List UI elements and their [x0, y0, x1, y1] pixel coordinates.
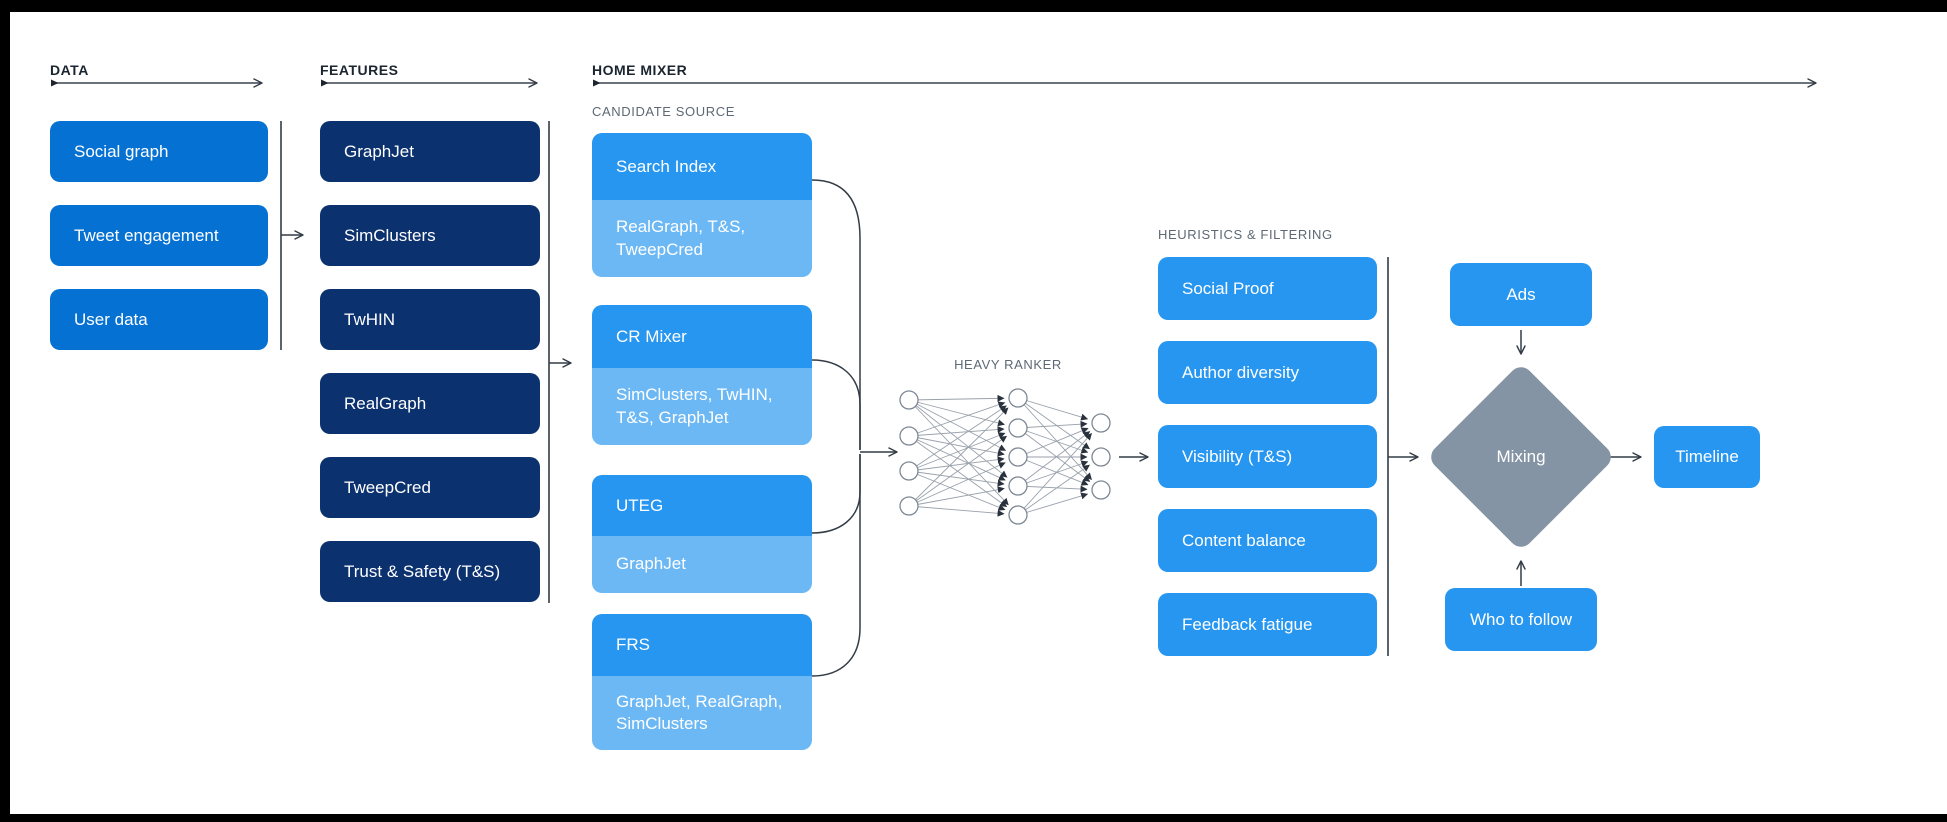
heavy-ranker-label: HEAVY RANKER [954, 357, 1062, 372]
data-column-header: DATA [50, 62, 89, 78]
ads-box: Ads [1450, 263, 1592, 326]
timeline-box: Timeline [1654, 426, 1760, 488]
feature-box-simclusters: SimClusters [320, 205, 540, 266]
box-label: GraphJet [344, 141, 414, 161]
feature-box-trust-safety: Trust & Safety (T&S) [320, 541, 540, 602]
box-label: Who to follow [1469, 609, 1573, 629]
feature-box-graphjet: GraphJet [320, 121, 540, 182]
candidate-uses: SimClusters, TwHIN, T&S, GraphJet [616, 385, 773, 427]
candidate-name: FRS [616, 635, 650, 654]
box-label: TweepCred [344, 477, 431, 497]
candidate-box-search-index: Search Index RealGraph, T&S, TweepCred [592, 133, 812, 277]
box-label: Feedback fatigue [1182, 614, 1313, 634]
connector-uteg [811, 454, 861, 534]
box-label: Timeline [1675, 447, 1739, 466]
box-label: Content balance [1182, 530, 1306, 550]
box-label: Ads [1506, 284, 1536, 304]
candidate-source-label: CANDIDATE SOURCE [592, 104, 735, 119]
candidate-box-cr-mixer: CR Mixer SimClusters, TwHIN, T&S, GraphJ… [592, 305, 812, 445]
home-mixer-column-header: HOME MIXER [592, 62, 688, 78]
box-label: Social graph [74, 141, 169, 161]
heuristics-filtering-label: HEURISTICS & FILTERING [1158, 227, 1333, 242]
candidate-uses: GraphJet [616, 554, 686, 574]
feature-box-realgraph: RealGraph [320, 373, 540, 434]
heuristic-box-visibility: Visibility (T&S) [1158, 425, 1377, 488]
candidate-uses: RealGraph, T&S, TweepCred [616, 217, 746, 259]
candidate-box-frs: FRS GraphJet, RealGraph, SimClusters [592, 614, 812, 750]
box-label: Author diversity [1182, 362, 1300, 382]
data-box-user-data: User data [50, 289, 268, 350]
neural-network-icon [899, 388, 1111, 525]
box-label: RealGraph [344, 393, 427, 413]
candidate-uses: GraphJet, RealGraph, SimClusters [616, 691, 783, 733]
feature-box-twhin: TwHIN [320, 289, 540, 350]
who-to-follow-box: Who to follow [1445, 588, 1597, 651]
data-box-social-graph: Social graph [50, 121, 268, 182]
box-label: User data [74, 309, 148, 329]
feature-box-tweepcred: TweepCred [320, 457, 540, 518]
bottom-frame-bar [0, 814, 1947, 822]
connector-search-index [811, 179, 861, 450]
connector-frs [811, 454, 861, 677]
candidate-name: Search Index [616, 156, 717, 176]
box-label: Visibility (T&S) [1182, 446, 1293, 466]
features-column-header: FEATURES [320, 62, 399, 78]
candidate-name: CR Mixer [616, 326, 687, 346]
box-label: Social Proof [1182, 278, 1274, 298]
heuristic-box-author-diversity: Author diversity [1158, 341, 1377, 404]
data-box-tweet-engagement: Tweet engagement [50, 205, 268, 266]
heuristic-box-social-proof: Social Proof [1158, 257, 1377, 320]
candidate-name: UTEG [616, 495, 664, 515]
connector-cr-mixer [811, 359, 861, 450]
box-label: SimClusters [344, 225, 436, 245]
box-label: Tweet engagement [74, 225, 219, 245]
candidate-box-uteg: UTEG GraphJet [592, 475, 812, 593]
top-frame-bar [0, 0, 1947, 12]
box-label: TwHIN [344, 309, 395, 329]
box-label: Trust & Safety (T&S) [344, 561, 501, 581]
heuristic-box-feedback-fatigue: Feedback fatigue [1158, 593, 1377, 656]
mixing-diamond-label: Mixing [1496, 447, 1546, 466]
left-frame-bar [0, 0, 10, 822]
heuristic-box-content-balance: Content balance [1158, 509, 1377, 572]
